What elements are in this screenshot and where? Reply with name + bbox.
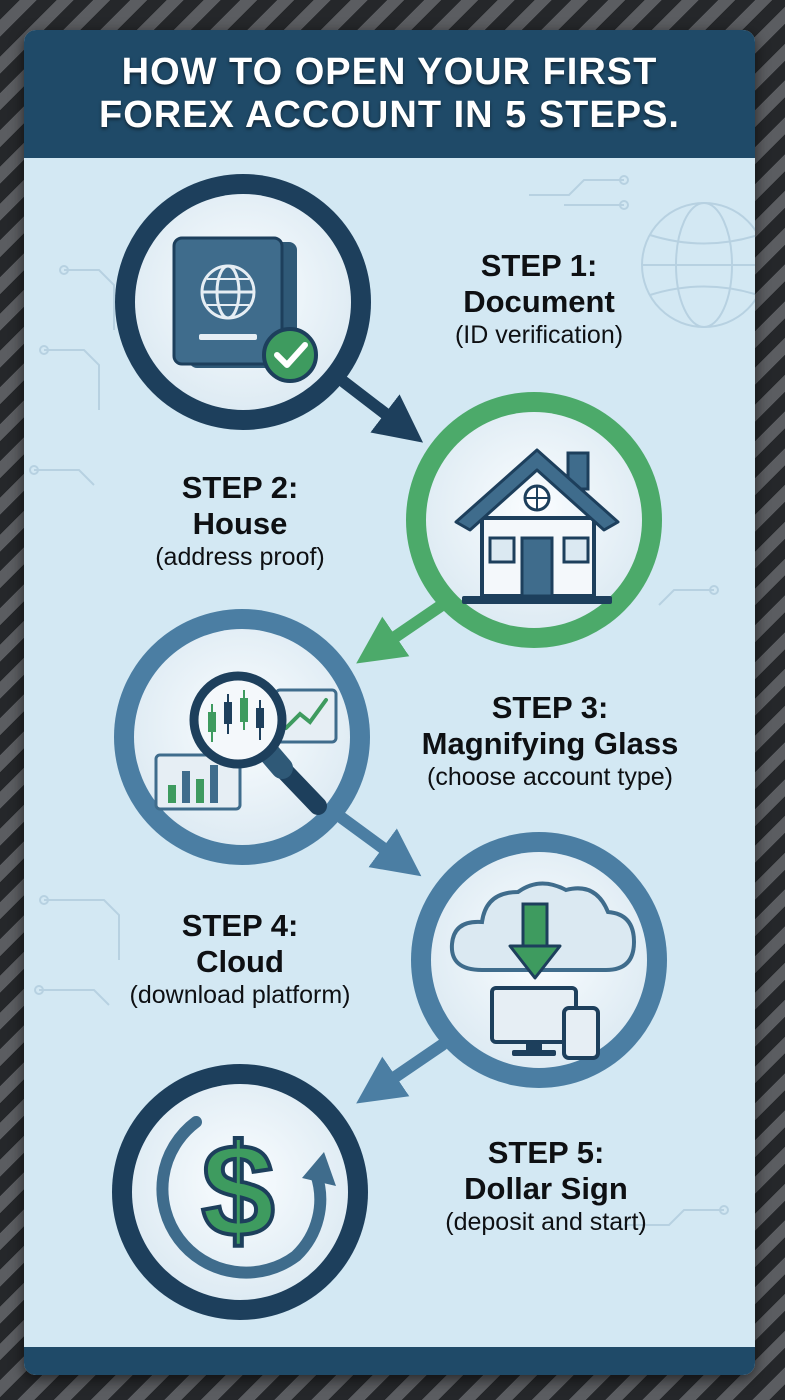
step-5-circle: $ [112,1064,368,1320]
step-4-circle [411,832,667,1088]
step-3-number: STEP 3: [491,690,609,725]
step-3-name: Magnifying Glass [421,726,679,761]
page-title: HOW TO OPEN YOUR FIRST FOREX ACCOUNT IN … [99,51,680,136]
step-5-name: Dollar Sign [464,1171,628,1206]
step-3-label: STEP 3: Magnifying Glass (choose account… [390,690,710,793]
step-2-name: House [192,506,288,541]
arrow-step2-to-step3 [356,599,448,664]
arrow-step1-to-step2 [338,376,424,443]
step-1-circle [115,174,371,430]
step-1-name: Document [463,284,615,319]
step-3-description: (choose account type) [427,763,673,791]
step-4-label: STEP 4: Cloud (download platform) [90,908,390,1011]
arrow-step4-to-step5 [356,1039,448,1104]
svg-text:$: $ [201,1117,274,1264]
step-2-description: (address proof) [155,543,325,571]
step-5-label: STEP 5: Dollar Sign (deposit and start) [396,1135,696,1238]
step-4-description: (download platform) [129,981,351,1009]
background-decoration [29,175,755,1226]
passport-check-icon [172,236,318,383]
step-1-label: STEP 1: Document (ID verification) [389,248,689,351]
step-5-description: (deposit and start) [445,1208,647,1236]
footer-bar [24,1347,755,1375]
step-2-circle [406,392,662,648]
house-icon [454,448,620,604]
step-5-number: STEP 5: [487,1135,605,1170]
arrow-step3-to-step4 [336,812,422,877]
step-2-label: STEP 2: House (address proof) [90,470,390,573]
header-banner: HOW TO OPEN YOUR FIRST FOREX ACCOUNT IN … [24,30,755,158]
step-1-description: (ID verification) [454,321,624,349]
dollar-sign-icon: $ [156,1115,336,1279]
cloud-download-icon [449,881,637,1060]
magnifying-glass-chart-icon [154,671,338,815]
step-4-name: Cloud [196,944,284,979]
step-3-circle [114,609,370,865]
step-1-number: STEP 1: [480,248,598,283]
steps-diagram: $ [29,174,755,1320]
infographic-card: HOW TO OPEN YOUR FIRST FOREX ACCOUNT IN … [24,30,755,1375]
step-4-number: STEP 4: [181,908,299,943]
connector-arrows [336,376,448,1104]
step-2-number: STEP 2: [181,470,299,505]
